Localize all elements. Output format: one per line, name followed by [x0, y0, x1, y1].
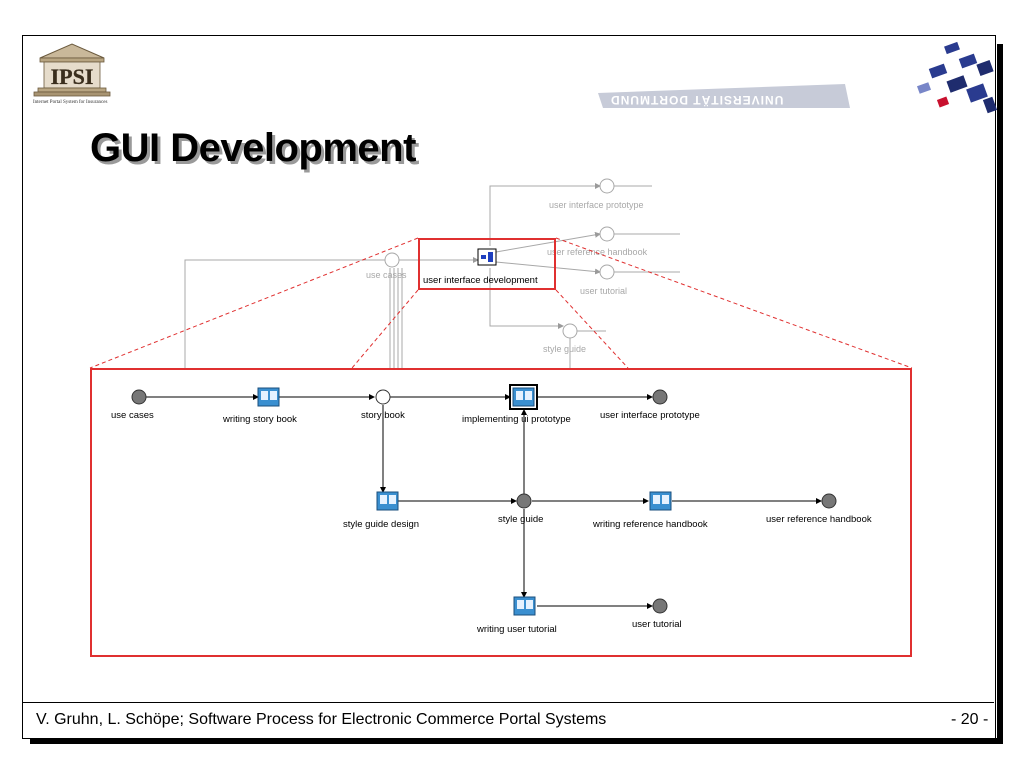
label-writing-user-tutorial: writing user tutorial	[476, 624, 557, 635]
slide-shadow-bottom	[30, 738, 1003, 744]
overview-label-ref-handbook: user reference handbook	[547, 247, 648, 257]
activity-implementing-ui-prototype	[509, 384, 538, 410]
label-story-book: story book	[361, 410, 405, 421]
overview-state-style-guide	[562, 323, 578, 339]
overview-nodes	[384, 178, 615, 339]
detail-labels: use cases writing story book story book …	[111, 410, 872, 635]
overview-label-tutorial: user tutorial	[580, 286, 627, 296]
label-implementing-ui-prototype: implementing ui prototype	[462, 414, 571, 425]
label-use-cases: use cases	[111, 410, 154, 421]
logo-caption: Internet Portal System for Insurances	[33, 100, 108, 105]
state-tutorial	[652, 598, 668, 614]
footer-divider	[22, 702, 994, 703]
overview-state-tutorial	[599, 264, 615, 280]
overview-state-use-cases	[384, 252, 400, 268]
activity-writing-user-tutorial	[513, 596, 536, 616]
activity-style-guide-design	[376, 491, 399, 511]
detail-activities	[257, 384, 672, 616]
activity-writing-story-book	[257, 387, 280, 407]
state-ui-prototype	[652, 389, 668, 405]
selected-activity-highlight	[418, 238, 556, 290]
state-ref-handbook	[821, 493, 837, 509]
label-style-guide: style guide	[498, 514, 543, 525]
footer-authors: V. Gruhn, L. Schöpe; Software Process fo…	[36, 711, 607, 728]
zoom-projection-lines	[89, 237, 913, 369]
overview-labels: use cases user interface prototype user …	[366, 200, 648, 354]
slide-title: GUI Development	[90, 126, 416, 170]
label-writing-reference-handbook: writing reference handbook	[592, 519, 708, 530]
overview-label-use-cases: use cases	[366, 270, 407, 280]
state-style-guide	[516, 493, 532, 509]
detail-edges	[146, 394, 822, 609]
slide-shadow-right	[997, 44, 1003, 744]
zoom-detail-frame	[90, 368, 912, 657]
overview-label-ui-prototype: user interface prototype	[549, 200, 644, 210]
overview-label-activity: user interface development	[423, 275, 538, 286]
state-use-cases	[131, 389, 147, 405]
label-style-guide-design: style guide design	[343, 519, 419, 530]
overview-state-ref-handbook	[599, 226, 615, 242]
overview-state-ui-prototype	[599, 178, 615, 194]
overview-label-style-guide: style guide	[543, 344, 586, 354]
activity-writing-reference-handbook	[649, 491, 672, 511]
label-tutorial: user tutorial	[632, 619, 682, 630]
overview-edges	[184, 183, 680, 368]
label-ui-prototype: user interface prototype	[600, 410, 700, 421]
label-ref-handbook: user reference handbook	[766, 514, 872, 525]
page-number: - 20 -	[951, 711, 989, 728]
label-writing-story-book: writing story book	[222, 414, 297, 425]
state-story-book	[375, 389, 391, 405]
detail-states	[131, 389, 837, 614]
